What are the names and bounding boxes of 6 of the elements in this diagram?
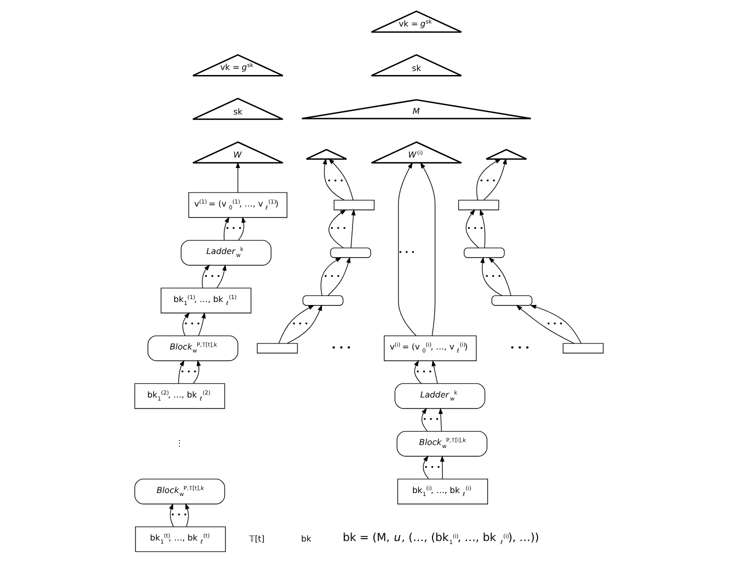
label: • • •	[510, 342, 530, 352]
label: ⋮	[175, 438, 184, 448]
label: • • •	[331, 342, 352, 352]
label: 𝕋[t]	[248, 533, 265, 544]
label: bk	[301, 533, 312, 544]
label: bk = (M, u, (…, (bk$_{1}$$^{(i)}$, …, bk$_{ℓ}$$^{(i)}$), …))	[342, 531, 540, 546]
